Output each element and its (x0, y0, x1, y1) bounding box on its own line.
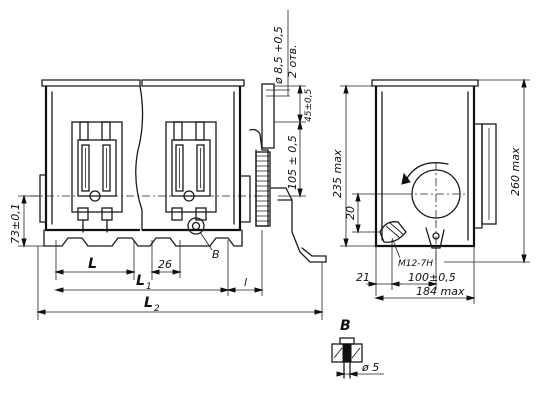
hole-count-label: 2 отв. (286, 44, 299, 78)
side-dimensions (340, 78, 530, 304)
side-body (374, 86, 476, 248)
switch-unit-right (165, 121, 217, 235)
height-105-label: 105 ± 0,5 (286, 135, 299, 190)
left-feet (43, 229, 143, 247)
drive-mechanism (239, 83, 327, 263)
height-235-label: 235 max (331, 149, 344, 198)
left-cover (41, 79, 141, 87)
dim-l-label: l (244, 276, 247, 289)
dim-L2-label: L (144, 295, 153, 311)
right-feet (141, 229, 243, 247)
break-line (135, 85, 144, 231)
side-plate (481, 123, 497, 225)
side-view (371, 79, 497, 264)
hole-dia-label: ø 8,5 +0,5 (272, 26, 285, 85)
dim-21-label: 21 (356, 271, 370, 284)
dim-L1-label: L (136, 273, 145, 289)
side-cover (371, 79, 479, 87)
left-bracket (39, 174, 47, 223)
dim-L1-sub: 1 (146, 282, 152, 292)
height-73-label: 73±0,1 (9, 203, 22, 244)
labels: ø 8,5 +0,5 2 отв. 45±0,5 105 ± 0,5 235 m… (9, 26, 522, 374)
dim-L-label: L (88, 256, 97, 272)
mounting-lug (261, 83, 275, 149)
offset-45-label: 45±0,5 (304, 88, 314, 122)
height-20-label: 20 (344, 206, 357, 220)
thread-label: M12-7H (398, 259, 433, 269)
right-cover (141, 79, 245, 87)
view-b-ref: B (212, 248, 220, 261)
detail-b (331, 337, 384, 379)
crank-handle (269, 187, 327, 263)
switch-unit-left (71, 121, 123, 233)
dim-184-label: 184 max (416, 285, 465, 298)
right-module-body (142, 86, 242, 232)
ground-terminal (187, 217, 205, 235)
dim-26-label: 26 (158, 258, 172, 271)
detail-b-title: B (340, 318, 351, 334)
left-module-body (44, 86, 140, 232)
height-260-label: 260 max (509, 147, 522, 196)
rotation-arrow (405, 162, 449, 181)
dim-100-label: 100±0,5 (408, 271, 456, 284)
front-view (30, 79, 327, 263)
dim-L2-sub: 2 (154, 304, 160, 314)
front-dimensions (18, 10, 324, 320)
gear-wheel (255, 151, 271, 227)
detail-dia-label: ø 5 (361, 361, 379, 374)
terminal-thread (379, 221, 407, 243)
